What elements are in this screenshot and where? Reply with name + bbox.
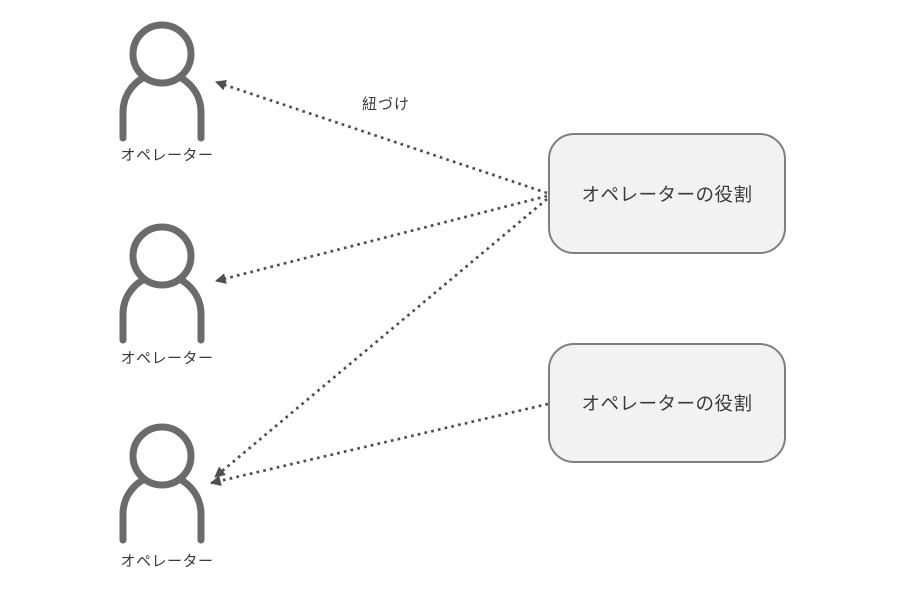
link-arrow-role2-operator3 [209, 402, 549, 487]
role-box-2: オペレーターの役割 [548, 343, 786, 463]
role-box-1: オペレーターの役割 [548, 133, 786, 254]
link-arrow-role1-operator2 [214, 194, 548, 284]
operator-1-label: オペレーター [120, 146, 214, 164]
operator-2-person-icon [119, 223, 205, 344]
role-box-2-label: オペレーターの役割 [581, 394, 753, 415]
operator-2-label: オペレーター [120, 349, 214, 367]
link-annotation-label: 紐づけ [362, 95, 411, 113]
link-arrow-role1-operator3 [214, 197, 548, 479]
role-box-1-label: オペレーターの役割 [581, 184, 753, 206]
operator-1-person-icon [119, 21, 205, 142]
operator-3-label: オペレーター [120, 552, 214, 570]
operator-3-person-icon [119, 423, 205, 544]
link-arrow-role1-operator1 [214, 79, 548, 195]
